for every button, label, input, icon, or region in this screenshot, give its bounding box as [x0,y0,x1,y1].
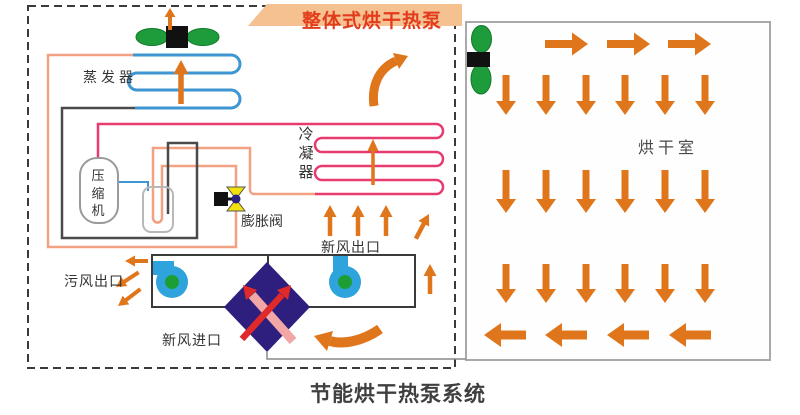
suction-pipe [60,106,199,240]
airflow-arrow [536,170,556,213]
return-duct-line [266,352,466,360]
pipe-network [46,53,445,249]
compressor-label: 压缩机 [91,168,105,219]
unit-dashed-border [27,5,456,369]
airflow-arrow [695,264,715,303]
banner-ribbon [248,4,462,26]
airflow-arrow [545,32,588,56]
expansion-valve-label: 膨胀阀 [241,215,283,230]
evaporator-label: 蒸发器 [83,71,137,86]
airflow-arrow [164,8,176,30]
room-fan-icon [467,25,492,95]
airflow-arrow [496,75,516,115]
drying-room-box [465,21,771,361]
airflow-arrow [379,205,393,236]
foul-air-outlet-label: 污风出口 [64,275,124,290]
cross-flow-exchanger-icon [224,262,310,352]
airflow-arrow [536,75,556,115]
airflow-arrow [545,323,587,347]
discharge-pipe [96,122,315,158]
curved-airflow-arrow-up [368,53,408,107]
airflow-arrow [607,323,649,347]
curved-airflow-arrow-left [314,324,383,351]
airflow-arrow [655,170,675,213]
airflow-arrow [496,170,516,213]
accumulator-icon [142,186,174,233]
airflow-arrow [615,264,635,303]
banner-title: 整体式烘干热泵 [301,11,442,32]
airflow-arrow [323,205,337,236]
airflow-arrow [576,264,596,303]
fresh-air-inlet-label: 新风进口 [162,334,222,349]
airflow-arrow [615,170,635,213]
airflow-arrow [351,205,365,236]
airflow-arrow [668,32,711,56]
airflow-arrow [173,60,189,104]
fresh-air-outlet-label: 新风出口 [321,241,381,256]
axial-fan-icon [135,26,220,48]
airflow-arrow [118,287,142,306]
airflow-arrow [576,170,596,213]
compressor-icon [79,157,119,224]
airflow-arrow [695,75,715,115]
airflow-arrow [669,323,711,347]
compressor-suction-pipe [118,181,149,191]
expansion-valve-icon [214,186,246,212]
evaporator-coil [127,53,242,110]
airflow-arrow [484,323,526,347]
airflow-arrow [576,75,596,115]
airflow-arrow [655,264,675,303]
left-blower-icon [153,261,188,298]
right-blower-icon [329,256,361,298]
airflow-arrow [496,264,516,303]
airflow-arrow [655,75,675,115]
airflow-arrow [536,264,556,303]
airflow-arrow [367,139,379,185]
airflow-arrow [116,270,140,287]
airflow-arrows [116,8,715,347]
liquid-pipe [46,53,316,249]
condenser-label: 冷凝器 [298,127,314,181]
airflow-arrow [615,75,635,115]
airflow-arrow [695,170,715,213]
airflow-arrow [125,255,148,267]
condenser-coil [313,122,445,196]
diagram-caption: 节能烘干热泵系统 [310,383,486,406]
airflow-arrow [607,32,650,56]
drying-room-label: 烘干室 [638,140,699,157]
airflow-arrow [423,264,437,294]
airflow-arrow [413,214,430,240]
